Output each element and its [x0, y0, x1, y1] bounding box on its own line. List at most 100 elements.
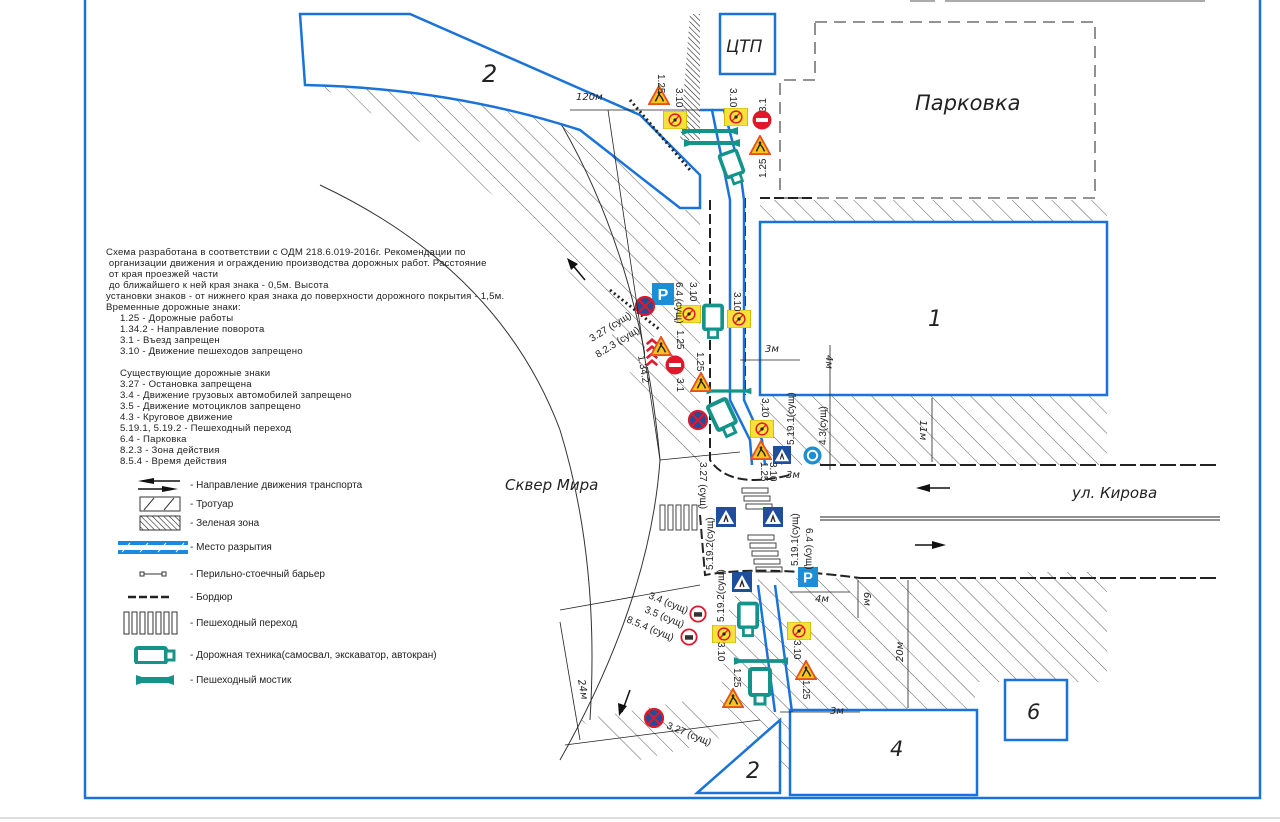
existing-signs-title: Существующие дорожные знаки: [120, 368, 271, 379]
note-line: установки знаков - от нижнего края знака…: [106, 291, 505, 302]
sign-no-trucks-icon: [689, 605, 707, 623]
sign-label: 3.10: [687, 282, 698, 302]
road-machinery-icon: [702, 303, 724, 340]
sign-label: 4.3(сущ): [818, 406, 829, 445]
existing-sign-item: 3.4 - Движение грузовых автомобилей запр…: [120, 390, 352, 401]
region-label-4: 4: [890, 737, 903, 761]
sign-label: 1.25: [674, 330, 685, 350]
dimension-label: 3м: [765, 344, 779, 355]
sign-label: 3.10: [759, 398, 770, 418]
building-6: [1003, 678, 1069, 742]
sign-label: 6.4 (сущ): [673, 282, 684, 324]
sign-no-entry-icon: [665, 355, 685, 375]
temporary-sign-item: 1.25 - Дорожные работы: [120, 313, 234, 324]
green-zone: [680, 14, 700, 140]
sign-label: 1.25: [731, 668, 742, 688]
sign-label: 3.1: [758, 98, 769, 112]
existing-sign-item: 3.27 - Остановка запрещена: [120, 379, 252, 390]
legend-item: - Пешеходный мостик: [110, 671, 291, 689]
region-label-6: 6: [1027, 700, 1040, 724]
sign-parking-icon: [652, 283, 674, 305]
curb-line: [709, 200, 791, 481]
sign-parking-icon: [798, 567, 818, 587]
building-2-bottom: [693, 717, 782, 795]
note-line: Схема разработана в соответствии с ОДМ 2…: [106, 247, 466, 258]
temporary-sign-item: 3.1 - Въезд запрещен: [120, 335, 220, 346]
sign-label: 1.25: [655, 74, 666, 94]
barrier-icon: [139, 571, 167, 577]
existing-sign-item: 8.5.4 - Время действия: [120, 456, 227, 467]
legend-label: - Тротуар: [190, 498, 234, 510]
sign-label: 3.10: [727, 88, 738, 108]
traffic-arrow-east: [915, 541, 946, 549]
curb-line: [628, 99, 692, 171]
dimension-label: 24м: [575, 679, 589, 701]
sign-crosswalk-icon: [716, 507, 736, 527]
existing-sign-item: 4.3 - Круговое движение: [120, 412, 233, 423]
traffic-arrow-south: [618, 689, 631, 716]
legend-item: - Место разрытия: [110, 538, 272, 556]
sign-label: 3.10: [731, 292, 742, 312]
scheme-notes: Схема разработана в соответствии с ОДМ 2…: [106, 247, 504, 467]
legend-label: - Дорожная техника(самосвал, экскаватор,…: [190, 649, 437, 661]
sign-no-stopping-icon: [635, 296, 655, 316]
road-machinery-icon: [717, 147, 749, 188]
legend-item: - Пешеходный переход: [110, 610, 297, 636]
dimension-label: 11м: [917, 420, 928, 441]
sign-label: 3.10: [791, 640, 802, 660]
sidewalk-area-north: [305, 85, 700, 480]
legend-label: - Перильно-стоечный барьер: [190, 568, 325, 580]
sign-no-pedestrians-icon: [727, 310, 751, 328]
road-machinery-icon: [134, 646, 176, 664]
road-machinery-icon: [707, 398, 740, 438]
sign-label: 3.10: [673, 88, 684, 108]
note-line: Временные дорожные знаки:: [106, 302, 241, 313]
legend-item: - Дорожная техника(самосвал, экскаватор,…: [110, 646, 437, 664]
curb-icon: [128, 595, 172, 599]
street-label: ул. Кирова: [1071, 484, 1157, 502]
ctp-label: ЦТП: [726, 37, 763, 57]
sign-label: 1.34.2: [635, 355, 651, 385]
sidewalk-area-southeast: [720, 572, 1107, 770]
sidewalk-icon: [139, 496, 181, 512]
legend-label: - Зеленая зона: [190, 517, 260, 529]
sidewalk-strip: [760, 200, 1107, 222]
sign-label: 3.27 (сущ): [697, 462, 708, 509]
ctp-building: [718, 12, 777, 76]
dimension-label: 3м: [786, 470, 800, 481]
dimension-label: 6м: [861, 592, 872, 606]
sign-no-stopping-icon: [644, 708, 664, 728]
region-label-2-top: 2: [482, 60, 497, 88]
temporary-sign-item: 3.10 - Движение пешеходов запрещено: [120, 346, 303, 357]
sign-no-pedestrians-icon: [750, 420, 774, 438]
legend-label: - Направление движения транспорта: [190, 479, 363, 491]
dimension-lines: [559, 109, 933, 746]
legend-label: - Пешеходный мостик: [190, 674, 292, 686]
sign-label: 1.25: [758, 158, 769, 178]
curb-line: [699, 514, 861, 579]
sign-label: 5.19.1(сущ): [790, 513, 801, 566]
dimension-label: 4м: [823, 355, 834, 369]
sign-label: 6.4 (сущ): [803, 528, 814, 570]
sign-no-stopping-icon: [688, 410, 708, 430]
region-label-1: 1: [928, 307, 942, 332]
existing-sign-item: 8.2.3 - Зона действия: [120, 445, 220, 456]
temporary-sign-item: 1.34.2 - Направление поворота: [120, 324, 265, 335]
legend-item: - Зеленая зона: [110, 514, 259, 532]
crosswalk-icon: [123, 611, 178, 635]
excavation-trench-south: [756, 584, 794, 713]
legend-label: - Бордюр: [190, 591, 233, 603]
dimension-label: 20м: [895, 641, 906, 662]
crosswalk-main: [741, 487, 783, 573]
traffic-arrow-west: [916, 484, 950, 492]
existing-sign-item: 5.19.1, 5.19.2 - Пешеходный переход: [120, 423, 292, 434]
sign-crosswalk-icon: [763, 507, 783, 527]
region-label-2-bottom: 2: [746, 759, 760, 784]
legend-label: - Пешеходный переход: [190, 617, 298, 629]
sign-no-motorcycles-icon: [680, 628, 698, 646]
legend-item: - Направление движения транспорта: [110, 476, 362, 494]
sign-crosswalk-icon: [732, 572, 752, 592]
sign-label: 5.19.2(сущ): [705, 517, 716, 570]
sign-label: 3.1: [674, 378, 685, 392]
note-line: до ближайшего к ней края знака - 0,5м. В…: [106, 280, 329, 291]
